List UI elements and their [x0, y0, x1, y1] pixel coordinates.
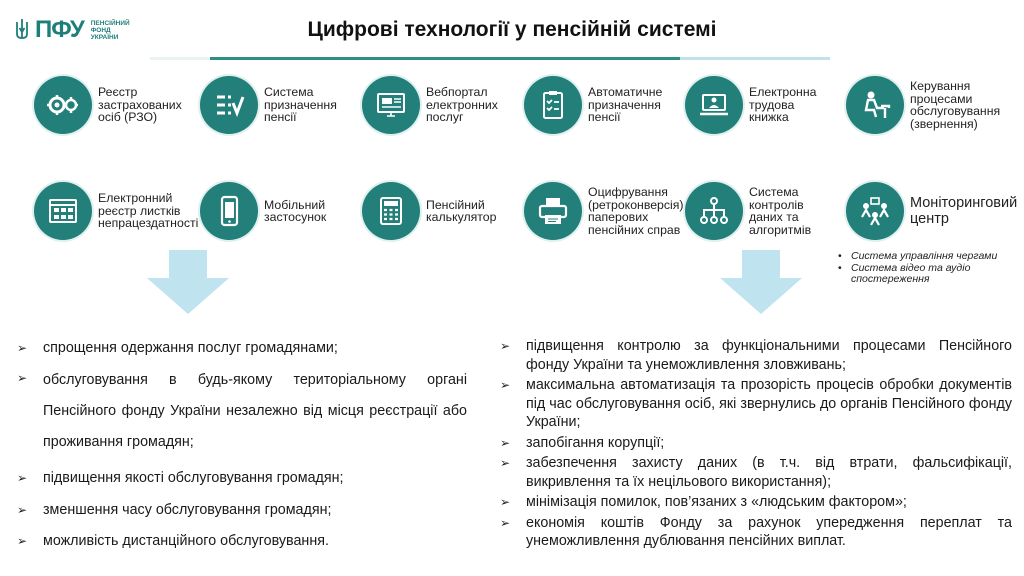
clipboard-check-icon — [543, 91, 563, 119]
item-pension-calculator: Пенсійний калькулятор — [362, 182, 496, 240]
down-arrow-icon — [147, 250, 229, 314]
note-item: Система відео та аудіо спостереження — [838, 262, 1001, 286]
item-data-control: Система контролів даних та алгоритмів — [685, 182, 811, 240]
list-item: ➢мінімізація помилок, пов’язаних з «людс… — [500, 494, 907, 510]
list-item: ➢забезпечення захисту даних (в т.ч. від … — [500, 455, 1012, 490]
item-label: Реєстр застрахованих осіб (РЗО) — [98, 85, 182, 125]
arrow-bullet-icon: ➢ — [500, 435, 511, 450]
item-label: Мобільний застосунок — [264, 197, 327, 224]
logo-text: ПФУ — [35, 16, 85, 43]
note-item: Система управління чергами — [838, 250, 1001, 263]
list-item: ➢зменшення часу обслуговування громадян; — [17, 499, 467, 521]
list-item: ➢підвищення якості обслуговування громад… — [17, 467, 467, 489]
item-monitoring-center: Моніторинговий центр — [846, 182, 1017, 240]
item-label: Вебпортал електронних послуг — [426, 85, 498, 125]
arrow-bullet-icon: ➢ — [500, 456, 511, 470]
arrow-bullet-icon: ➢ — [500, 378, 511, 392]
item-web-portal: Вебпортал електронних послуг — [362, 76, 498, 134]
item-label: Система контролів даних та алгоритмів — [749, 185, 812, 237]
item-rzo: Реєстр застрахованих осіб (РЗО) — [34, 76, 182, 134]
benefits-fund-list: ➢підвищення контролю за функціональними … — [500, 337, 1012, 553]
item-label: Електронний реєстр листків непрацездатно… — [98, 191, 199, 231]
people-monitor-icon — [861, 197, 889, 226]
network-icon — [700, 197, 728, 224]
web-portal-icon — [377, 93, 405, 117]
list-item: ➢економія коштів Фонду за рахунок уперед… — [500, 514, 1012, 550]
item-auto-pension: Автоматичне призначення пенсії — [524, 76, 662, 134]
title-underline-faint — [150, 57, 210, 60]
item-process-management: Керування процесами обслуговування (звер… — [846, 76, 1000, 134]
checklist-icon — [217, 95, 245, 118]
laptop-user-icon — [700, 94, 728, 116]
browser-grid-icon — [49, 199, 77, 223]
list-item: ➢спрощення одержання послуг громадянами; — [17, 337, 467, 359]
item-mobile-app: Мобільний застосунок — [200, 182, 326, 240]
scanner-icon — [538, 198, 568, 224]
page-title: Цифрові технології у пенсійній системі — [307, 18, 717, 41]
arrow-bullet-icon: ➢ — [17, 534, 28, 548]
item-label: Пенсійний калькулятор — [426, 197, 497, 224]
title-underline — [210, 57, 680, 60]
list-item: ➢підвищення контролю за функціональними … — [500, 338, 1012, 373]
item-e-workbook: Електронна трудова книжка — [685, 76, 816, 134]
item-label: Електронна трудова книжка — [749, 85, 817, 125]
item-sick-leave-registry: Електронний реєстр листків непрацездатно… — [34, 182, 198, 240]
item-label: Автоматичне призначення пенсії — [588, 85, 663, 125]
arrow-bullet-icon: ➢ — [17, 341, 28, 355]
arrow-bullet-icon: ➢ — [500, 339, 511, 353]
arrow-bullet-icon: ➢ — [500, 495, 511, 509]
list-item: ➢запобігання корупції; — [500, 434, 665, 451]
arrow-bullet-icon: ➢ — [17, 502, 28, 517]
list-item: ➢максимальна автоматизація та прозорість… — [500, 377, 1012, 430]
calculator-icon — [380, 197, 402, 225]
arrow-bullet-icon: ➢ — [500, 515, 511, 530]
mobile-phone-icon — [220, 195, 239, 227]
trident-icon — [16, 19, 28, 39]
item-pension-system: Система призначення пенсії — [200, 76, 337, 134]
monitoring-notes: Система управління чергами Система відео… — [838, 250, 1001, 286]
item-label: Керування процесами обслуговування (звер… — [910, 79, 1001, 131]
down-arrow-icon — [720, 250, 802, 314]
title-underline-light — [680, 57, 830, 60]
item-label: Система призначення пенсії — [264, 85, 337, 125]
item-label: Моніторинговий центр — [910, 195, 1018, 227]
item-digitization: Оцифрування (ретроконверсія) паперових п… — [524, 182, 684, 240]
list-item: ➢обслуговування в будь-якому територіаль… — [17, 365, 467, 458]
person-desk-icon — [864, 91, 891, 118]
item-label: Оцифрування (ретроконверсія) паперових п… — [588, 185, 684, 237]
arrow-bullet-icon: ➢ — [17, 370, 28, 385]
list-item: ➢можливість дистанційного обслуговування… — [17, 530, 467, 552]
benefits-citizens-list: ➢спрощення одержання послуг громадянами;… — [17, 337, 467, 562]
gears-icon — [47, 95, 78, 115]
arrow-bullet-icon: ➢ — [17, 471, 28, 485]
